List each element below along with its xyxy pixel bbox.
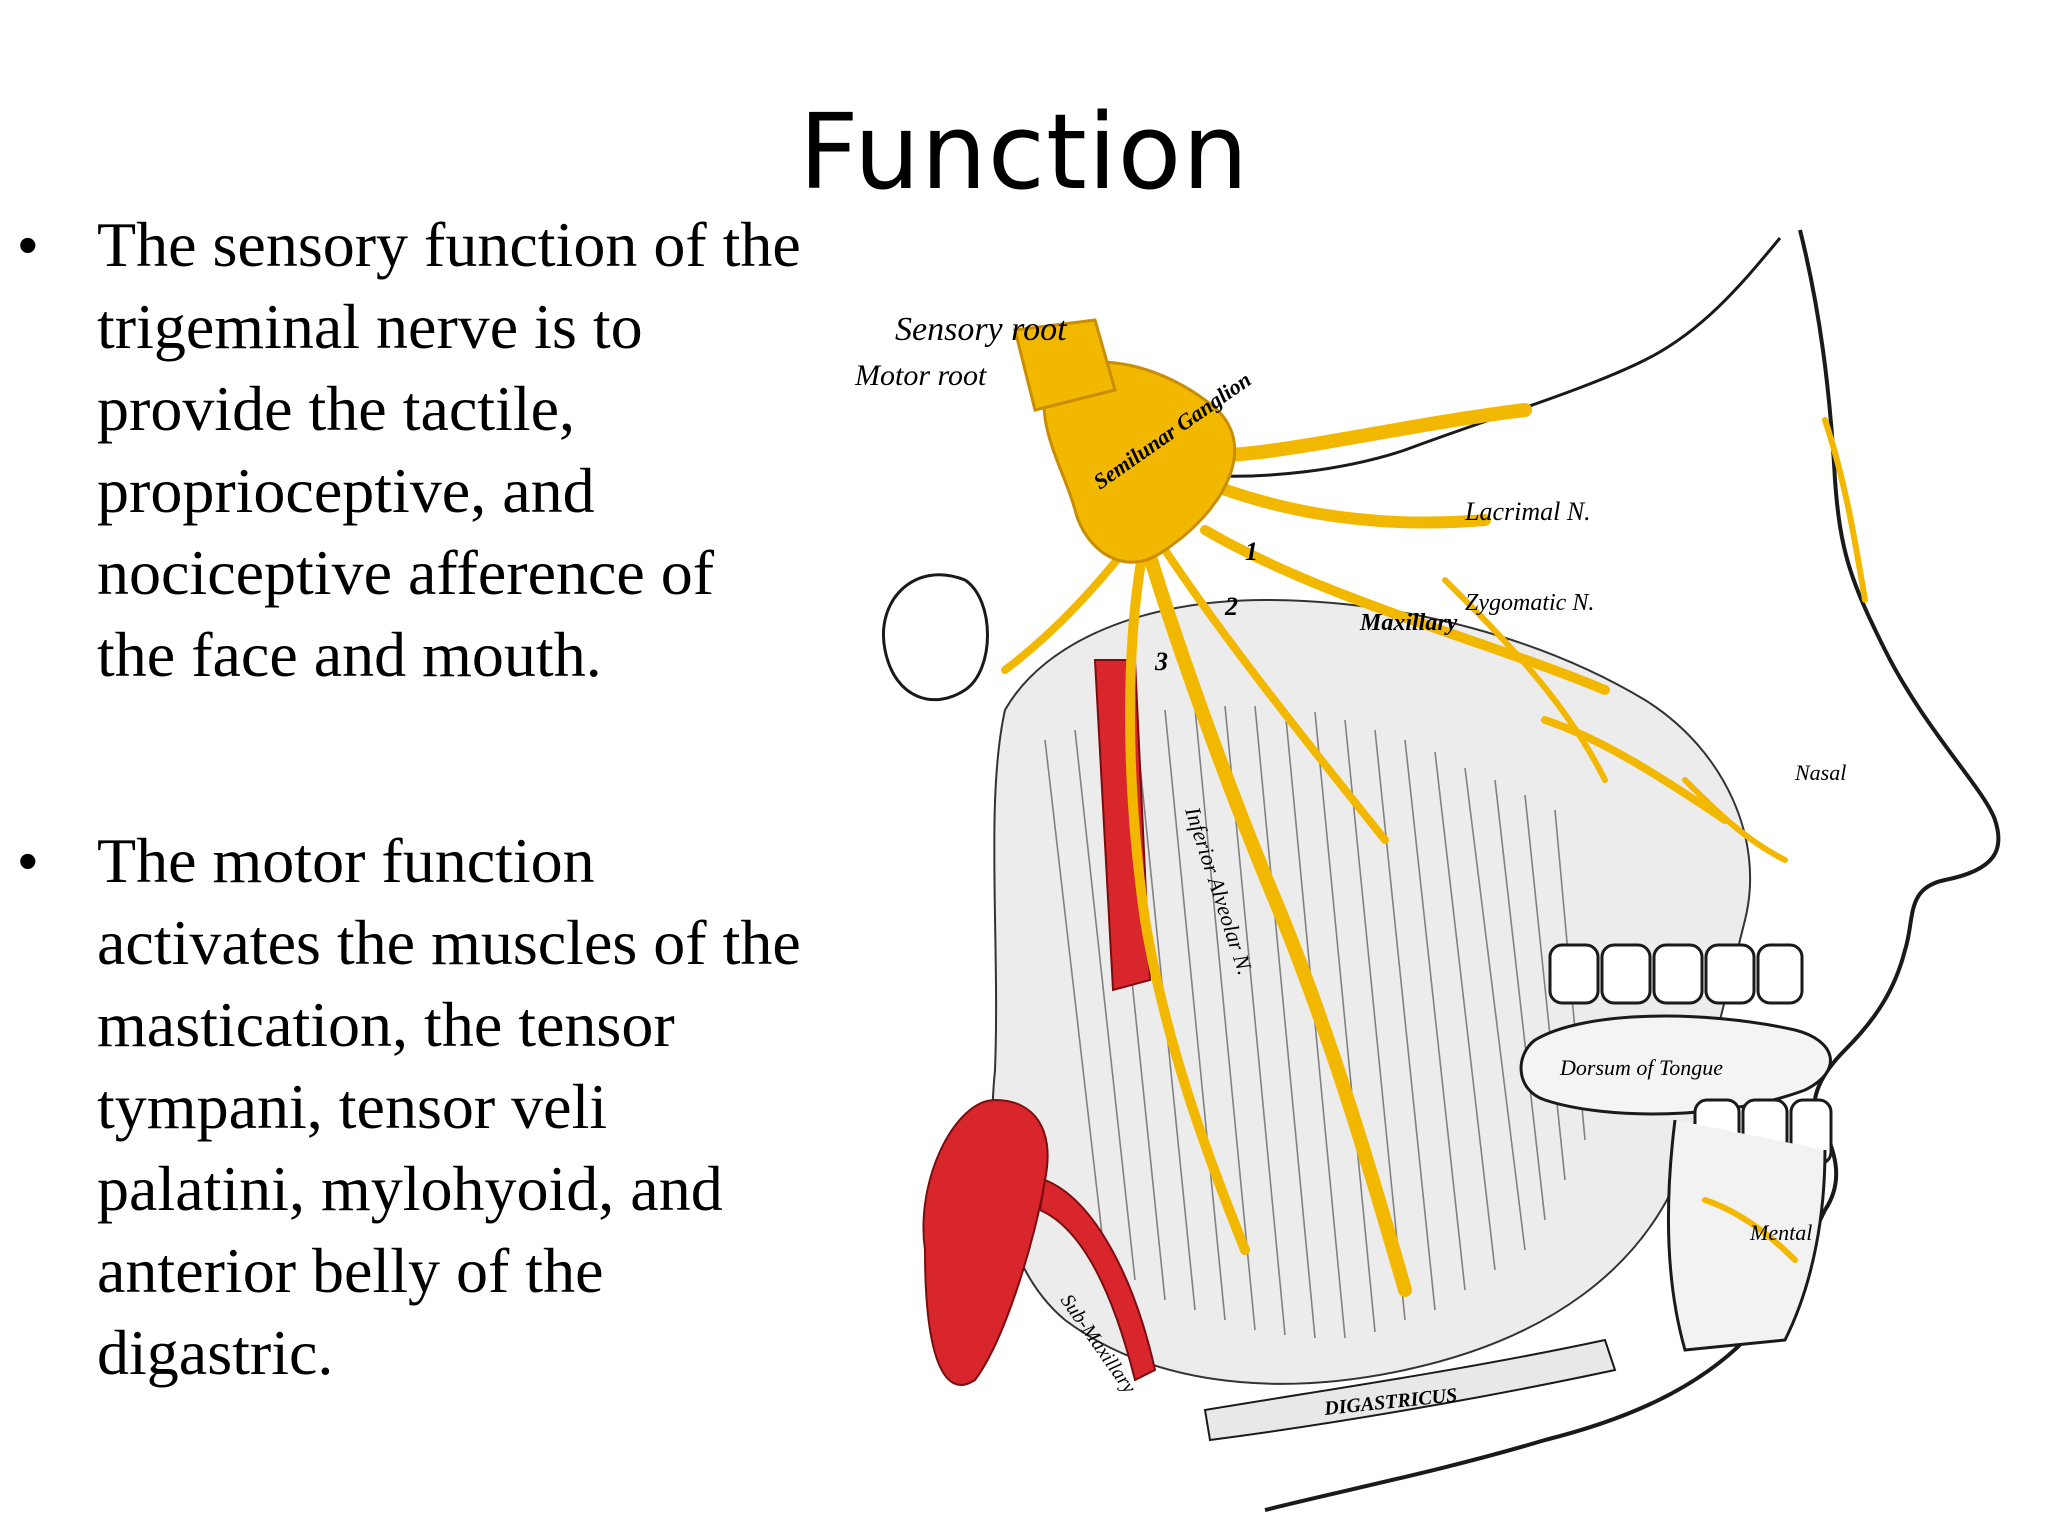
bullet-list: • The sensory function of the trigeminal… xyxy=(0,204,860,1394)
anatomy-drawing: Sensory root Motor root Lacrimal N. Zygo… xyxy=(854,229,2001,1512)
label-number-2: 2 xyxy=(1224,592,1238,621)
label-maxillary: Maxillary xyxy=(1359,610,1458,636)
label-zygomatic: Zygomatic N. xyxy=(1465,590,1594,616)
label-mental: Mental xyxy=(1749,1220,1812,1245)
label-number-1: 1 xyxy=(1245,537,1258,566)
bullet-marker: • xyxy=(18,829,38,892)
bullet-text: The sensory function of the trigeminal n… xyxy=(97,209,801,690)
skull-outline xyxy=(1194,237,1782,478)
semilunar-ganglion xyxy=(1042,360,1237,564)
slide-title: Function xyxy=(798,91,1250,213)
label-motor-root: Motor root xyxy=(854,359,987,392)
mandible xyxy=(1666,1119,1827,1352)
trigeminal-nerve-illustration: Sensory root Motor root Lacrimal N. Zygo… xyxy=(845,220,2035,1536)
digastric-muscle xyxy=(1203,1338,1617,1442)
bullet-sensory-function: • The sensory function of the trigeminal… xyxy=(0,204,860,696)
bullet-marker: • xyxy=(18,213,38,276)
tongue xyxy=(1519,1014,1832,1116)
sensory-root xyxy=(1013,318,1117,412)
face-profile-outline xyxy=(1264,229,2001,1512)
label-number-3: 3 xyxy=(1154,647,1168,676)
bullet-text: The motor function activates the muscles… xyxy=(97,825,801,1388)
arteries xyxy=(922,659,1157,1386)
label-lacrimal: Lacrimal N. xyxy=(1464,497,1591,526)
label-sensory-root: Sensory root xyxy=(895,311,1068,348)
label-nasal: Nasal xyxy=(1794,760,1846,785)
hatching-lines xyxy=(1044,705,1586,1339)
ear xyxy=(882,573,989,702)
upper-teeth xyxy=(1548,943,1804,1005)
bullet-motor-function: • The motor function activates the muscl… xyxy=(0,820,860,1394)
label-dorsum-of-tongue: Dorsum of Tongue xyxy=(1559,1055,1723,1080)
